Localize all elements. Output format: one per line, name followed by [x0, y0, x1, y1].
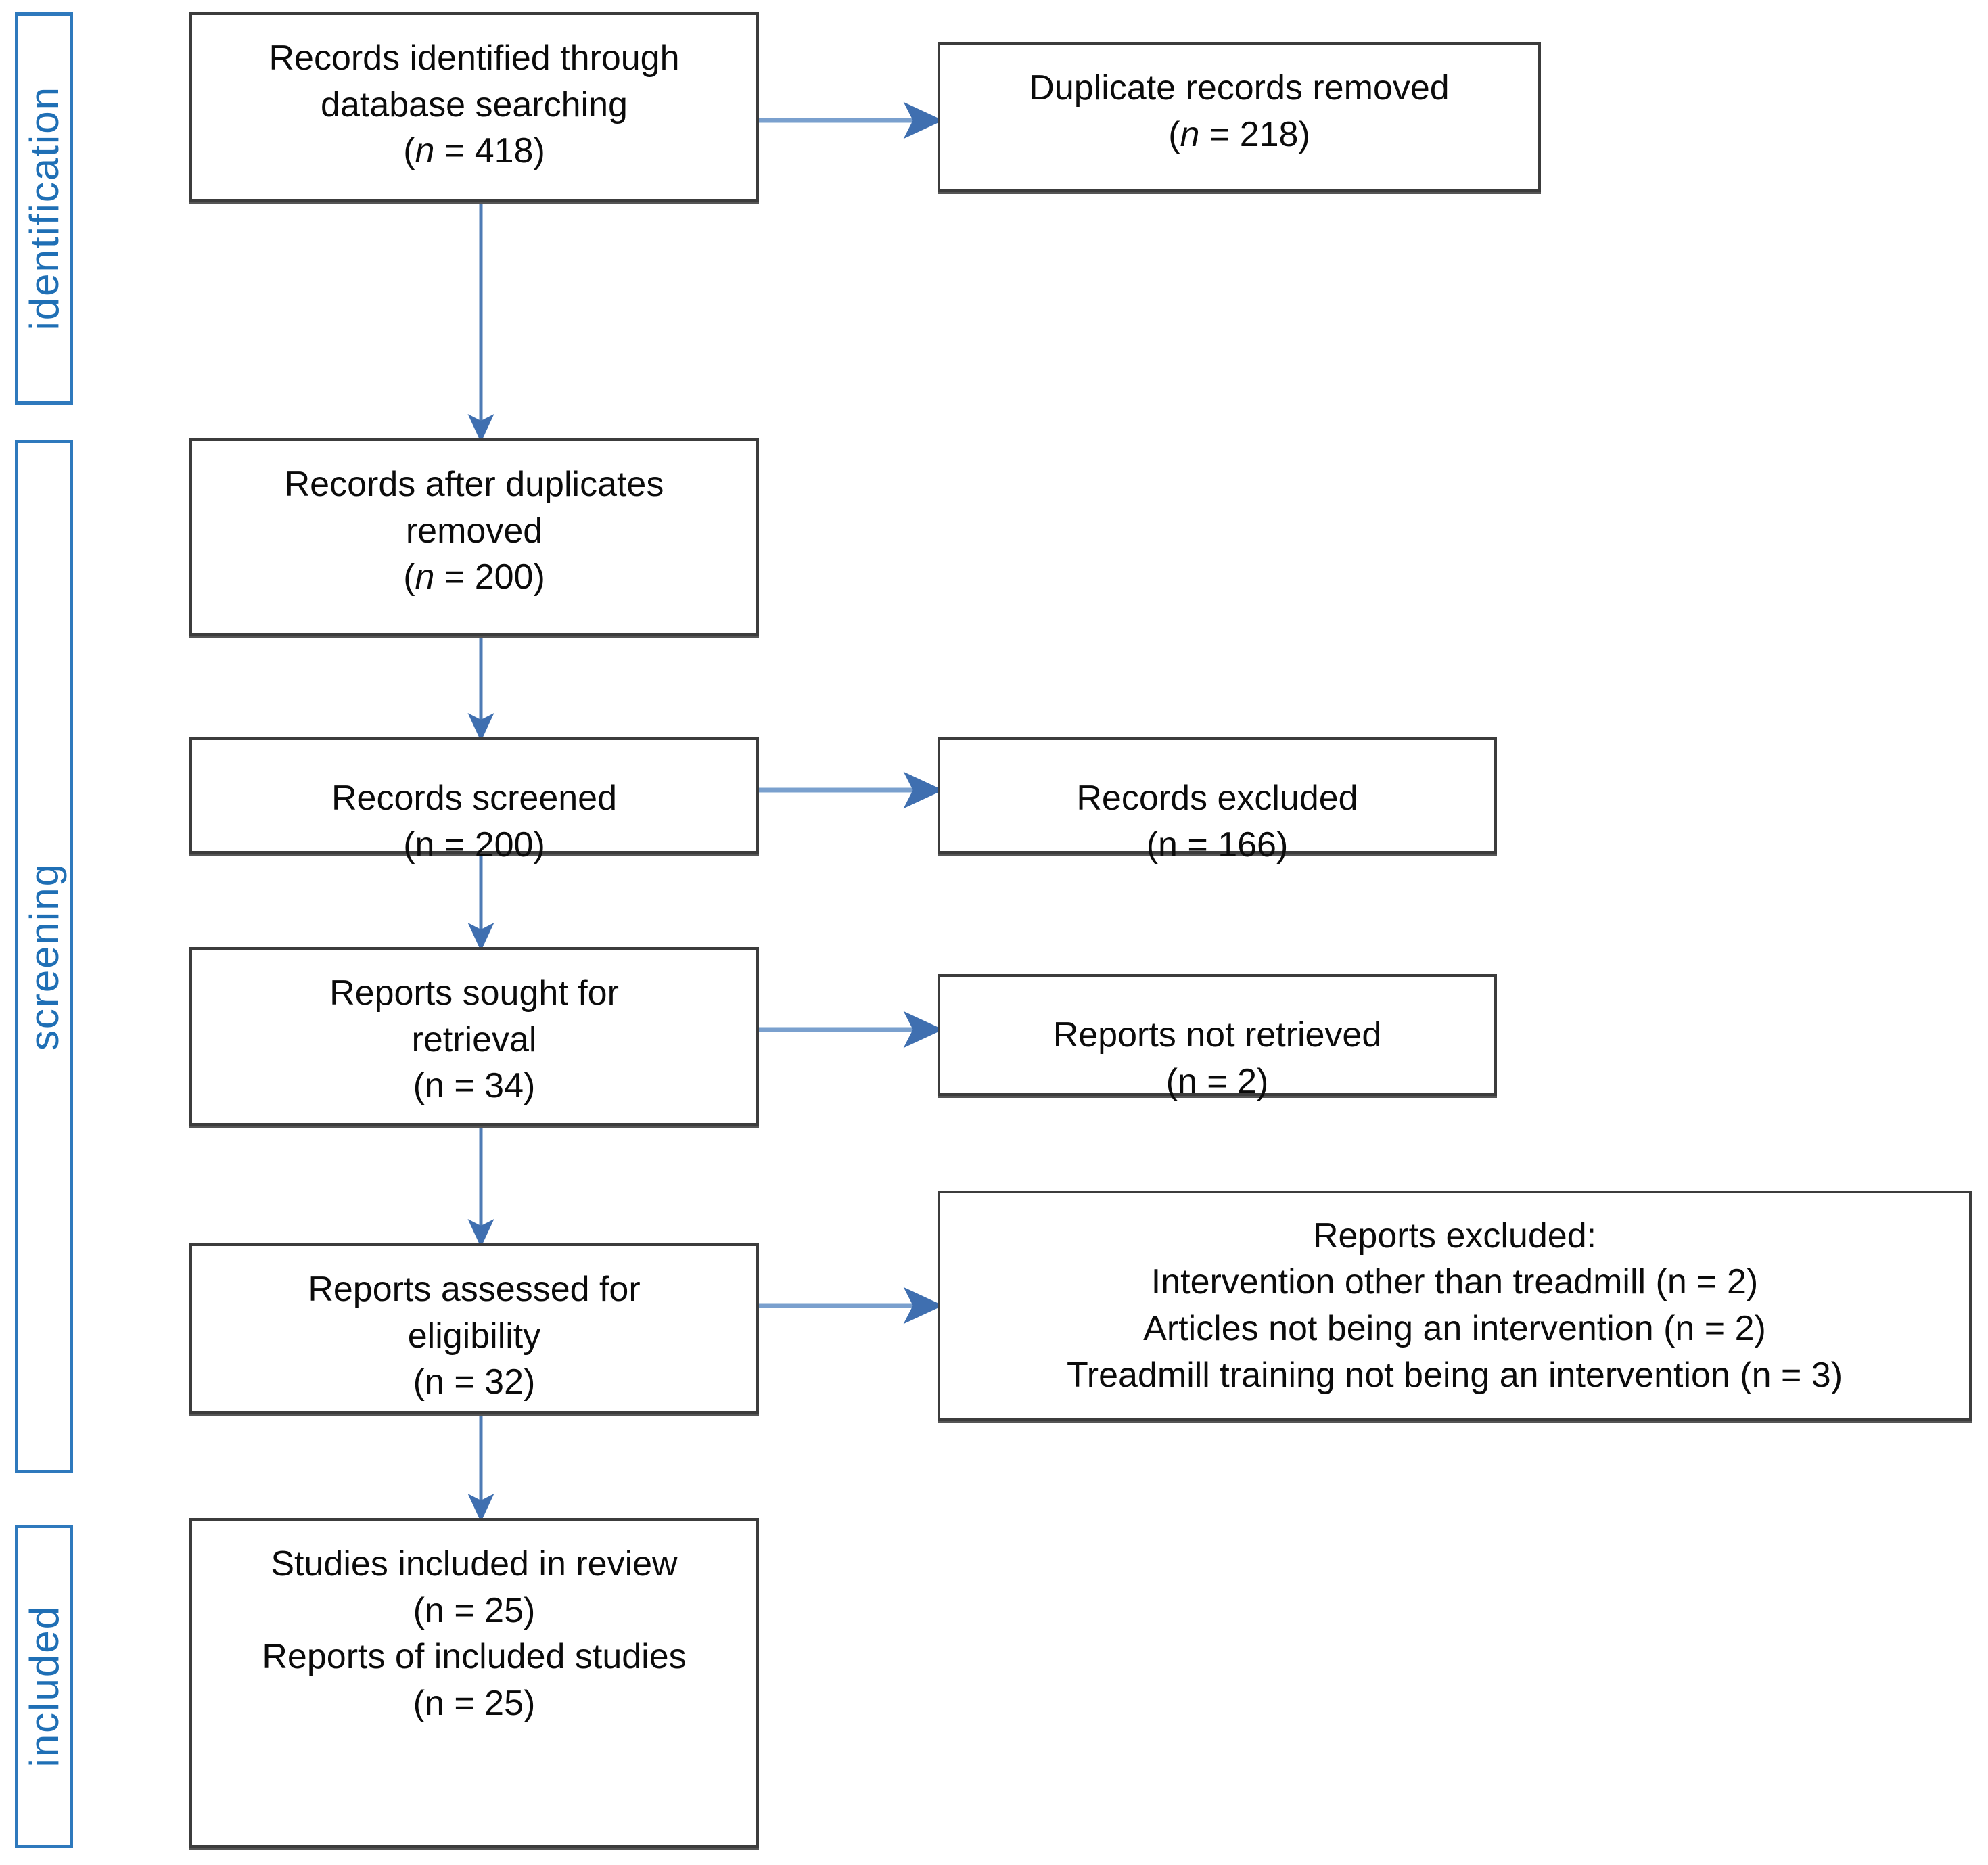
box-records-identified-count: (n = 418)	[403, 131, 545, 171]
box-duplicate-records-removed-count: (n = 218)	[1168, 114, 1310, 154]
box-duplicate-records-removed-line-1: Duplicate records removed	[1029, 68, 1450, 108]
box-records-after-duplicates-line-1: Records after duplicates	[284, 465, 664, 504]
box-records-identified-line-2: database searching	[321, 85, 628, 124]
box-reports-assessed-for-eligibility: Reports assessed for eligibility (n = 32…	[189, 1243, 759, 1414]
box-duplicate-records-removed: Duplicate records removed (n = 218)	[938, 42, 1541, 192]
box-records-excluded: Records excluded (n = 166)	[938, 737, 1497, 865]
box-reports-sought-line-2: retrieval	[411, 1019, 537, 1059]
box-studies-included-line-1: Studies included in review	[271, 1544, 678, 1584]
box-reports-assessed-count: (n = 32)	[413, 1362, 536, 1402]
box-studies-included-count: (n = 25)	[413, 1590, 536, 1630]
box-reports-of-included-studies-count: (n = 25)	[413, 1683, 536, 1723]
box-records-after-duplicates-line-2: removed	[405, 511, 543, 551]
box-reports-excluded-reason-1: Intervention other than treadmill (n = 2…	[1151, 1262, 1759, 1302]
stage-label-screening-text: screening	[21, 862, 67, 1051]
box-records-identified-line-1: Records identified through	[269, 39, 680, 78]
stage-label-included-text: included	[21, 1605, 67, 1768]
box-studies-included-in-review: Studies included in review (n = 25) Repo…	[189, 1518, 759, 1848]
box-reports-sought-count: (n = 34)	[413, 1066, 536, 1106]
box-reports-assessed-line-2: eligibility	[407, 1316, 541, 1356]
box-studies-included-line-3: Reports of included studies	[262, 1637, 687, 1677]
box-reports-excluded-reasons: Reports excluded: Intervention other tha…	[938, 1191, 1972, 1421]
box-reports-not-retrieved: Reports not retrieved (n = 2)	[938, 974, 1497, 1101]
box-records-after-duplicates: Records after duplicates removed (n = 20…	[189, 438, 759, 636]
box-reports-sought-for-retrieval: Reports sought for retrieval (n = 34)	[189, 947, 759, 1126]
stage-label-identification: identification	[15, 12, 73, 405]
box-records-identified: Records identified through database sear…	[189, 12, 759, 202]
box-reports-excluded-reason-2: Articles not being an intervention (n = …	[1143, 1309, 1766, 1348]
box-records-after-duplicates-count: (n = 200)	[403, 557, 545, 597]
box-reports-excluded-reason-3: Treadmill training not being an interven…	[1066, 1355, 1843, 1395]
box-reports-sought-line-1: Reports sought for	[329, 973, 619, 1013]
stage-label-identification-text: identification	[21, 86, 67, 331]
stage-label-screening: screening	[15, 440, 73, 1473]
box-reports-not-retrieved-line-1: Reports not retrieved	[1053, 1015, 1382, 1055]
box-records-screened-line-1: Records screened	[331, 779, 617, 818]
stage-label-included: included	[15, 1525, 73, 1848]
box-reports-assessed-line-1: Reports assessed for	[308, 1270, 641, 1309]
box-records-screened-count: (n = 200)	[403, 825, 545, 865]
box-records-screened: Records screened (n = 200)	[189, 737, 759, 865]
box-records-excluded-line-1: Records excluded	[1076, 779, 1358, 818]
box-records-excluded-count: (n = 166)	[1146, 825, 1289, 865]
box-reports-not-retrieved-count: (n = 2)	[1165, 1061, 1269, 1101]
box-reports-excluded-heading: Reports excluded:	[1312, 1216, 1597, 1256]
